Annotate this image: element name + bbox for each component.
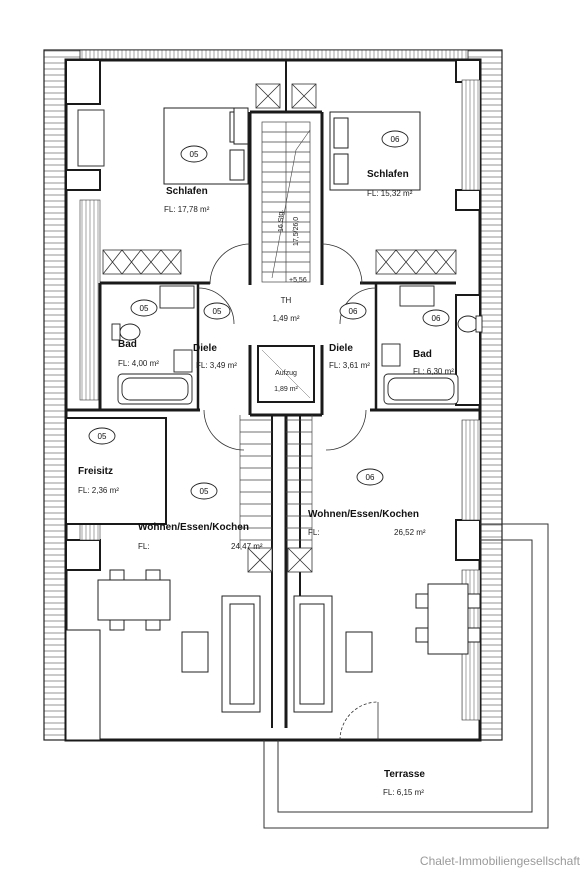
room-name-schlafen-06: Schlafen — [367, 169, 409, 180]
badge-wohnen-05: 05 — [200, 487, 209, 496]
room-name-bad-06: Bad — [413, 349, 432, 360]
room-name-terrasse: Terrasse — [384, 769, 425, 780]
room-name-th: TH — [281, 296, 292, 305]
badge-schlafen-06: 06 — [391, 135, 400, 144]
badge-bad-06: 06 — [432, 314, 441, 323]
room-name-wohnen-05: Wohnen/Essen/Kochen — [138, 522, 249, 533]
room-name-diele-06: Diele — [329, 343, 353, 354]
room-area-schlafen-05: FL: 17,78 m² — [164, 205, 210, 214]
stair-annotations: +5,56 16 Stg. 17,5/26,0 — [278, 210, 307, 284]
badge-freisitz-05: 05 — [98, 432, 107, 441]
room-area-label-wohnen-06: FL: — [308, 528, 320, 537]
room-name-diele-05: Diele — [193, 343, 217, 354]
room-name-aufzug: Aufzug — [275, 370, 297, 377]
room-area-bad-06: FL: 6,30 m² — [413, 367, 454, 376]
dining-table-05 — [97, 569, 171, 631]
room-badges — [88, 130, 450, 500]
window-boxes — [102, 83, 457, 573]
badge-schlafen-05: 05 — [190, 150, 199, 159]
stair-note-steps: 16 Stg. — [278, 210, 285, 232]
badge-wohnen-06: 06 — [366, 473, 375, 482]
bathroom-fixtures — [111, 285, 483, 405]
bed-05 — [163, 107, 249, 185]
room-area-terrasse: FL: 6,15 m² — [383, 788, 424, 797]
watermark: Chalet-Immobiliengesellschaft — [419, 854, 580, 868]
freisitz-outline — [65, 417, 167, 525]
dining-table-06 — [415, 583, 481, 655]
terrace-outline — [263, 523, 549, 829]
badge-bad-05: 05 — [140, 304, 149, 313]
room-labels: Schlafen FL: 17,78 m² Schlafen FL: 15,32… — [78, 169, 454, 797]
elevator-shaft — [257, 345, 315, 403]
sofas — [181, 595, 373, 713]
room-area-bad-05: FL: 4,00 m² — [118, 359, 159, 368]
room-area-label-wohnen-05: FL: — [138, 542, 150, 551]
badge-labels: 05 06 05 05 06 06 05 05 06 — [98, 135, 441, 496]
stair-note-dimensions: 17,5/26,0 — [293, 217, 300, 246]
room-area-diele-06: FL: 3,61 m² — [329, 361, 370, 370]
interior-walls — [66, 60, 480, 728]
badge-diele-05: 05 — [213, 307, 222, 316]
room-area-schlafen-06: FL: 15,32 m² — [367, 189, 413, 198]
room-name-freisitz-05: Freisitz — [78, 466, 113, 477]
staircase-upper — [261, 121, 311, 283]
badge-diele-06: 06 — [349, 307, 358, 316]
stair-level: +5,56 — [289, 277, 307, 284]
room-name-schlafen-05: Schlafen — [166, 186, 208, 197]
room-name-bad-05: Bad — [118, 339, 137, 350]
room-name-wohnen-06: Wohnen/Essen/Kochen — [308, 509, 419, 520]
room-area-freisitz-05: FL: 2,36 m² — [78, 486, 119, 495]
room-area-diele-05: FL: 3,49 m² — [196, 361, 237, 370]
door-swings — [197, 243, 377, 451]
bed-06 — [329, 111, 421, 191]
room-area-wohnen-05: 24,47 m² — [231, 542, 263, 551]
room-area-wohnen-06: 26,52 m² — [394, 528, 426, 537]
room-area-th: 1,49 m² — [272, 314, 299, 323]
room-area-aufzug: 1,89 m² — [274, 386, 298, 393]
staircase-lower — [239, 415, 313, 548]
